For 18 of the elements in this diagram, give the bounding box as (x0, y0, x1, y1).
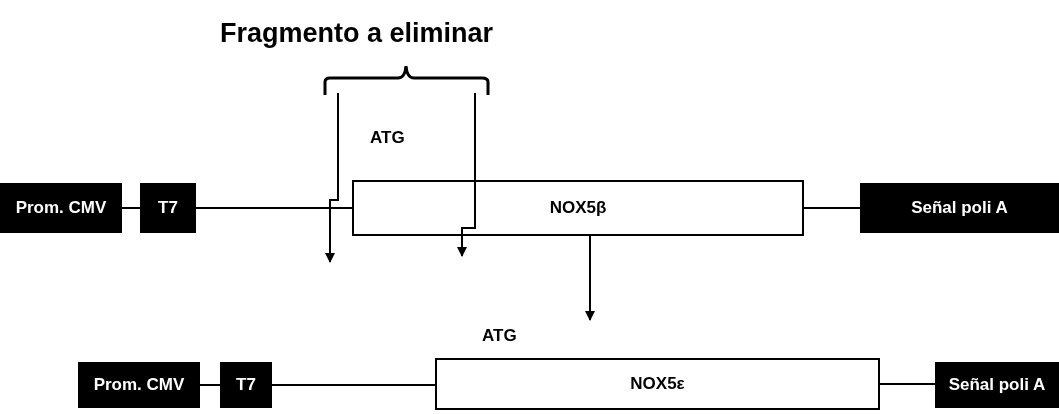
element-box: Señal poli A (935, 362, 1059, 408)
start-codon-label: ATG (482, 326, 517, 346)
connector-line (195, 207, 353, 209)
element-box: Prom. CMV (78, 362, 200, 408)
arrow (585, 235, 595, 321)
element-box: T7 (220, 362, 272, 408)
start-codon-label: ATG (370, 128, 405, 148)
element-box: Prom. CMV (0, 183, 122, 233)
connector-line (803, 207, 861, 209)
connector-line (271, 384, 436, 386)
gene-box: NOX5β (352, 180, 804, 236)
connector-line (199, 384, 221, 386)
element-box: T7 (140, 183, 196, 233)
connector-line (879, 383, 936, 385)
connector-line (121, 207, 141, 209)
bracket-title: Fragmento a eliminar (220, 18, 494, 49)
element-box: Señal poli A (860, 183, 1059, 233)
gene-box: NOX5ε (435, 358, 880, 410)
